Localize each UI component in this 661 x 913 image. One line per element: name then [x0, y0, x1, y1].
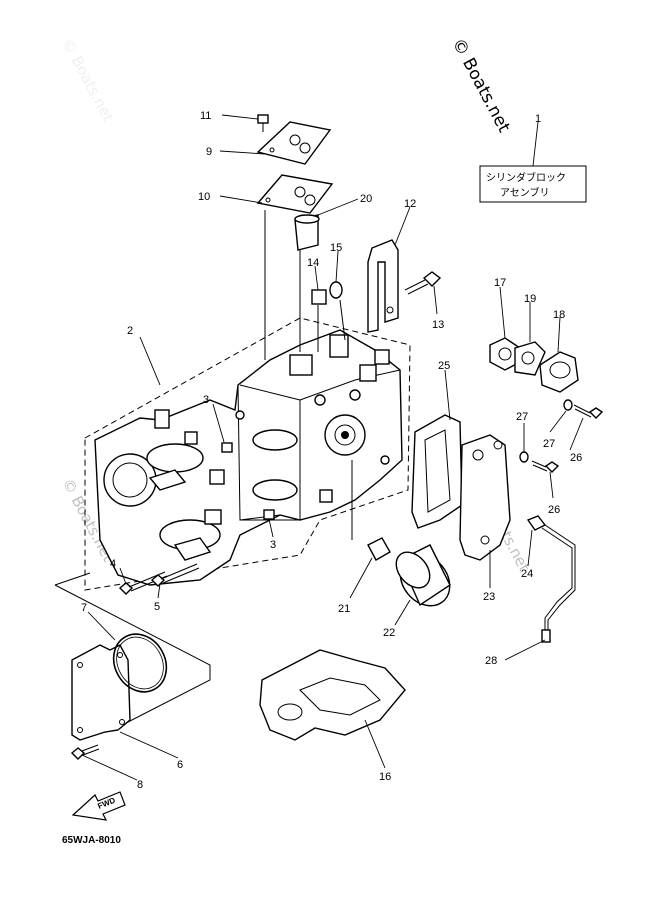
- callout-5: 5: [154, 601, 160, 613]
- callout-27-upper: 27: [516, 411, 528, 423]
- washer-27-upper: [563, 399, 573, 411]
- callout-25: 25: [438, 360, 450, 372]
- oil-filter-fitting: [367, 537, 391, 561]
- top-cover-plate: [256, 121, 332, 165]
- callout-23: 23: [483, 591, 495, 603]
- callout-1: 1: [535, 113, 541, 125]
- callout-3-lower: 3: [270, 539, 276, 551]
- callout-12: 12: [404, 198, 416, 210]
- diagram-code: 65WJA-8010: [62, 835, 121, 846]
- callout-numbers: 1 2 3 3 4 5 6 7 8 9 10 11 12 13 14 15 16…: [81, 110, 582, 791]
- screw-11: [257, 114, 269, 132]
- bracket-12: [367, 239, 399, 333]
- watermark-main: © Boats.net: [448, 35, 515, 136]
- bolt-8: [70, 744, 100, 760]
- bolt-26-upper: [573, 404, 604, 419]
- callout-16: 16: [379, 771, 391, 783]
- exhaust-cover-23: [459, 434, 511, 561]
- hose-28: [544, 524, 576, 635]
- callout-20: 20: [360, 193, 372, 205]
- dowel-pin-lower: [263, 509, 275, 520]
- bolt-5: [150, 563, 200, 587]
- washer-15: [329, 281, 343, 299]
- plug-14: [311, 289, 327, 305]
- leader-lines: [81, 114, 584, 781]
- watermark-faint-top: © Boats.net: [58, 35, 117, 124]
- assembly-label-line1: シリンダブロック: [486, 171, 566, 184]
- callout-22: 22: [383, 627, 395, 639]
- callout-3-upper: 3: [203, 394, 209, 406]
- callout-27-lower: 27: [543, 438, 555, 450]
- callout-28: 28: [485, 655, 497, 667]
- callout-10: 10: [198, 191, 210, 203]
- callout-7: 7: [81, 602, 87, 614]
- thermostat-18: [539, 351, 579, 393]
- callout-14: 14: [307, 257, 319, 269]
- callout-24: 24: [521, 568, 533, 580]
- callout-13: 13: [432, 319, 444, 331]
- exhaust-gasket-25: [411, 414, 463, 529]
- callout-26-lower: 26: [548, 504, 560, 516]
- callout-9: 9: [206, 146, 212, 158]
- assembly-label-box: シリンダブロック アセンブリ: [479, 165, 587, 203]
- oil-pan-gasket: [259, 649, 406, 741]
- assembly-label-line2: アセンブリ: [500, 186, 550, 199]
- washer-27-lower: [519, 451, 529, 463]
- callout-15: 15: [330, 242, 342, 254]
- side-cover-plate: [71, 644, 131, 741]
- cylinder-block: [94, 329, 403, 586]
- callout-11: 11: [200, 110, 211, 122]
- o-ring: [112, 633, 168, 693]
- callout-8: 8: [137, 779, 143, 791]
- callout-21: 21: [338, 603, 350, 615]
- callout-26-upper: 26: [570, 452, 582, 464]
- callout-18: 18: [553, 309, 565, 321]
- dowel-pin-upper: [221, 442, 233, 453]
- callout-6: 6: [177, 759, 183, 771]
- oil-filter: [395, 544, 451, 607]
- bolt-26-lower: [531, 460, 560, 473]
- callout-2: 2: [127, 325, 133, 337]
- gasket-19: [514, 341, 546, 376]
- callout-4: 4: [110, 558, 116, 570]
- fwd-arrow-icon: FWD: [71, 791, 126, 821]
- bolt-13: [404, 271, 442, 295]
- callout-17: 17: [494, 277, 506, 289]
- callout-19: 19: [524, 293, 536, 305]
